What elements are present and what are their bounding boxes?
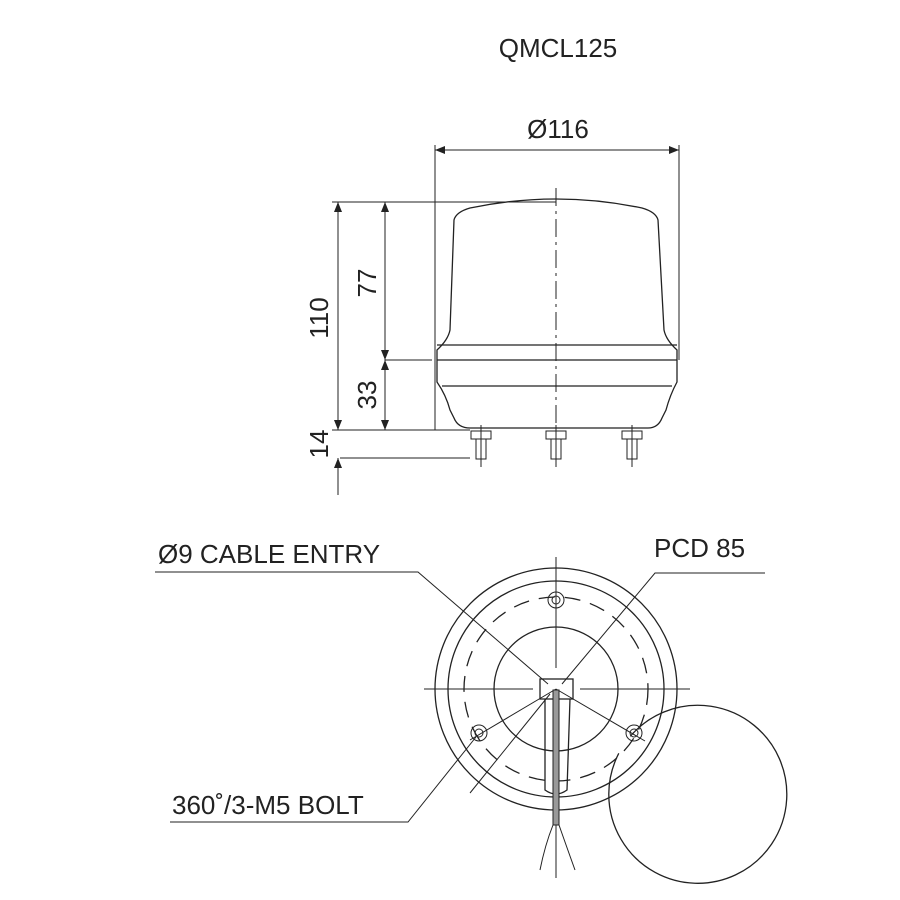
side-view: Ø116 110 77 33 14 — [304, 114, 680, 495]
pcd-label: PCD 85 — [654, 533, 745, 563]
bolt-leader — [170, 736, 477, 823]
model-title: QMCL125 — [499, 33, 618, 63]
bottom-view: Ø9 CABLE ENTRY PCD 85 360˚/3-M5 BOLT — [155, 533, 788, 884]
cable — [552, 689, 560, 826]
beacon-body — [436, 198, 678, 429]
bolt-heads — [470, 591, 643, 742]
height-110-label: 110 — [304, 297, 334, 338]
height-14-label: 14 — [304, 430, 334, 459]
height-77-label: 77 — [352, 269, 382, 298]
bolt-label: 360˚/3-M5 BOLT — [172, 790, 364, 820]
diameter-label: Ø116 — [527, 114, 589, 144]
pcd-leader — [561, 572, 765, 685]
cable-entry-label: Ø9 CABLE ENTRY — [158, 539, 380, 569]
height-33-label: 33 — [352, 381, 382, 410]
mounting-bolts — [470, 425, 643, 467]
cable-entry-leader — [155, 571, 549, 685]
